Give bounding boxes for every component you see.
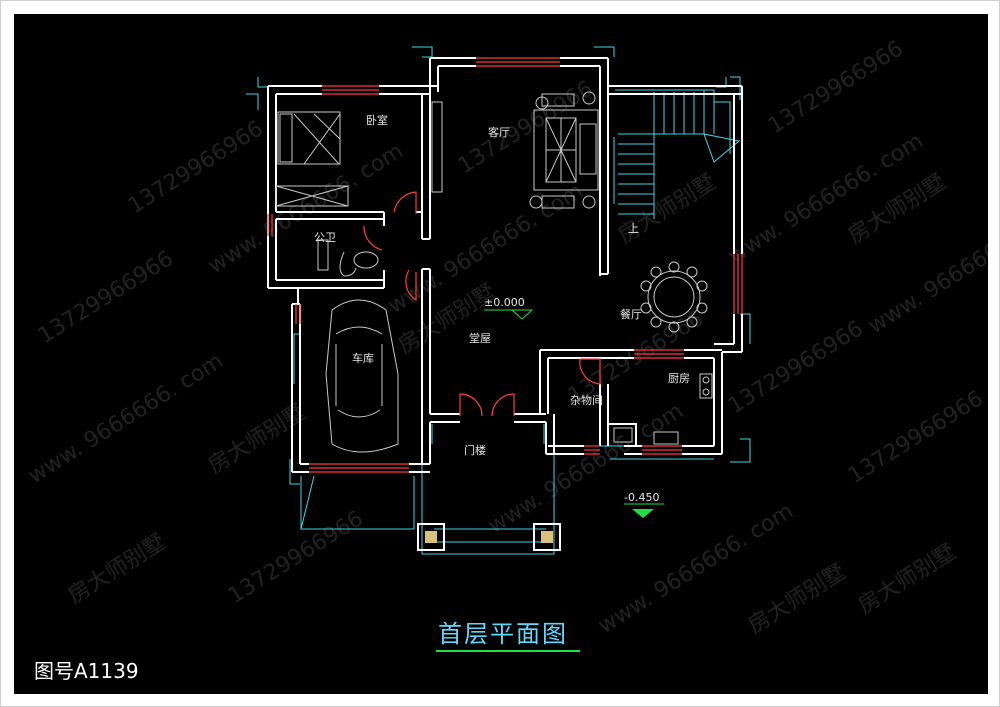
staircase	[615, 89, 741, 219]
watermark-text: www. 9666666. com	[24, 349, 228, 489]
room-label-dining: 餐厅	[620, 307, 642, 321]
watermark-text: 房大师别墅	[614, 170, 721, 250]
porch-columns	[417, 523, 561, 551]
room-label-bathroom: 公卫	[314, 231, 336, 244]
outside-level-text: -0.450	[624, 491, 659, 504]
room-label-living-room: 客厅	[488, 125, 510, 139]
watermark-text: 房大师别墅	[854, 540, 961, 620]
watermark-text: 13729966966	[124, 116, 268, 219]
room-label-storage: 杂物间	[570, 393, 603, 407]
watermark-text: 13729966966	[224, 506, 368, 609]
watermark-text: 房大师别墅	[744, 560, 851, 640]
watermark-text: 13729966966	[764, 36, 908, 139]
windows	[267, 57, 743, 473]
room-label-bedroom: 卧室	[366, 113, 388, 127]
level-marker-outside: -0.450	[624, 491, 664, 518]
room-label-garage: 车库	[352, 351, 374, 365]
watermark-text: 房大师别墅	[64, 530, 171, 610]
level-marker-floor: ±0.000	[484, 296, 534, 320]
watermark-text: 13729966966	[34, 246, 178, 349]
stair-up-label: 上	[628, 222, 639, 235]
walls	[267, 57, 743, 473]
floor-level-text: ±0.000	[484, 296, 525, 309]
furniture	[275, 91, 713, 453]
dimension-lines	[246, 46, 751, 555]
drawing-title: 首层平面图	[438, 620, 568, 648]
room-label-kitchen: 厨房	[668, 372, 690, 385]
watermark-text: 13729966966	[844, 386, 988, 489]
floor-plan-drawing: 13729966966 www. 9666666. com 房大师别墅 1372…	[24, 36, 988, 683]
room-label-porch: 门楼	[464, 443, 486, 457]
watermark-text: www. 9666666. com	[484, 399, 688, 539]
room-label-hall: 堂屋	[469, 332, 491, 345]
watermark-text: 房大师别墅	[204, 400, 311, 480]
cad-canvas: 13729966966 www. 9666666. com 房大师别墅 1372…	[14, 14, 988, 694]
watermark-text: 13729966966	[724, 316, 868, 419]
drawing-number: 图号A1139	[34, 659, 139, 683]
